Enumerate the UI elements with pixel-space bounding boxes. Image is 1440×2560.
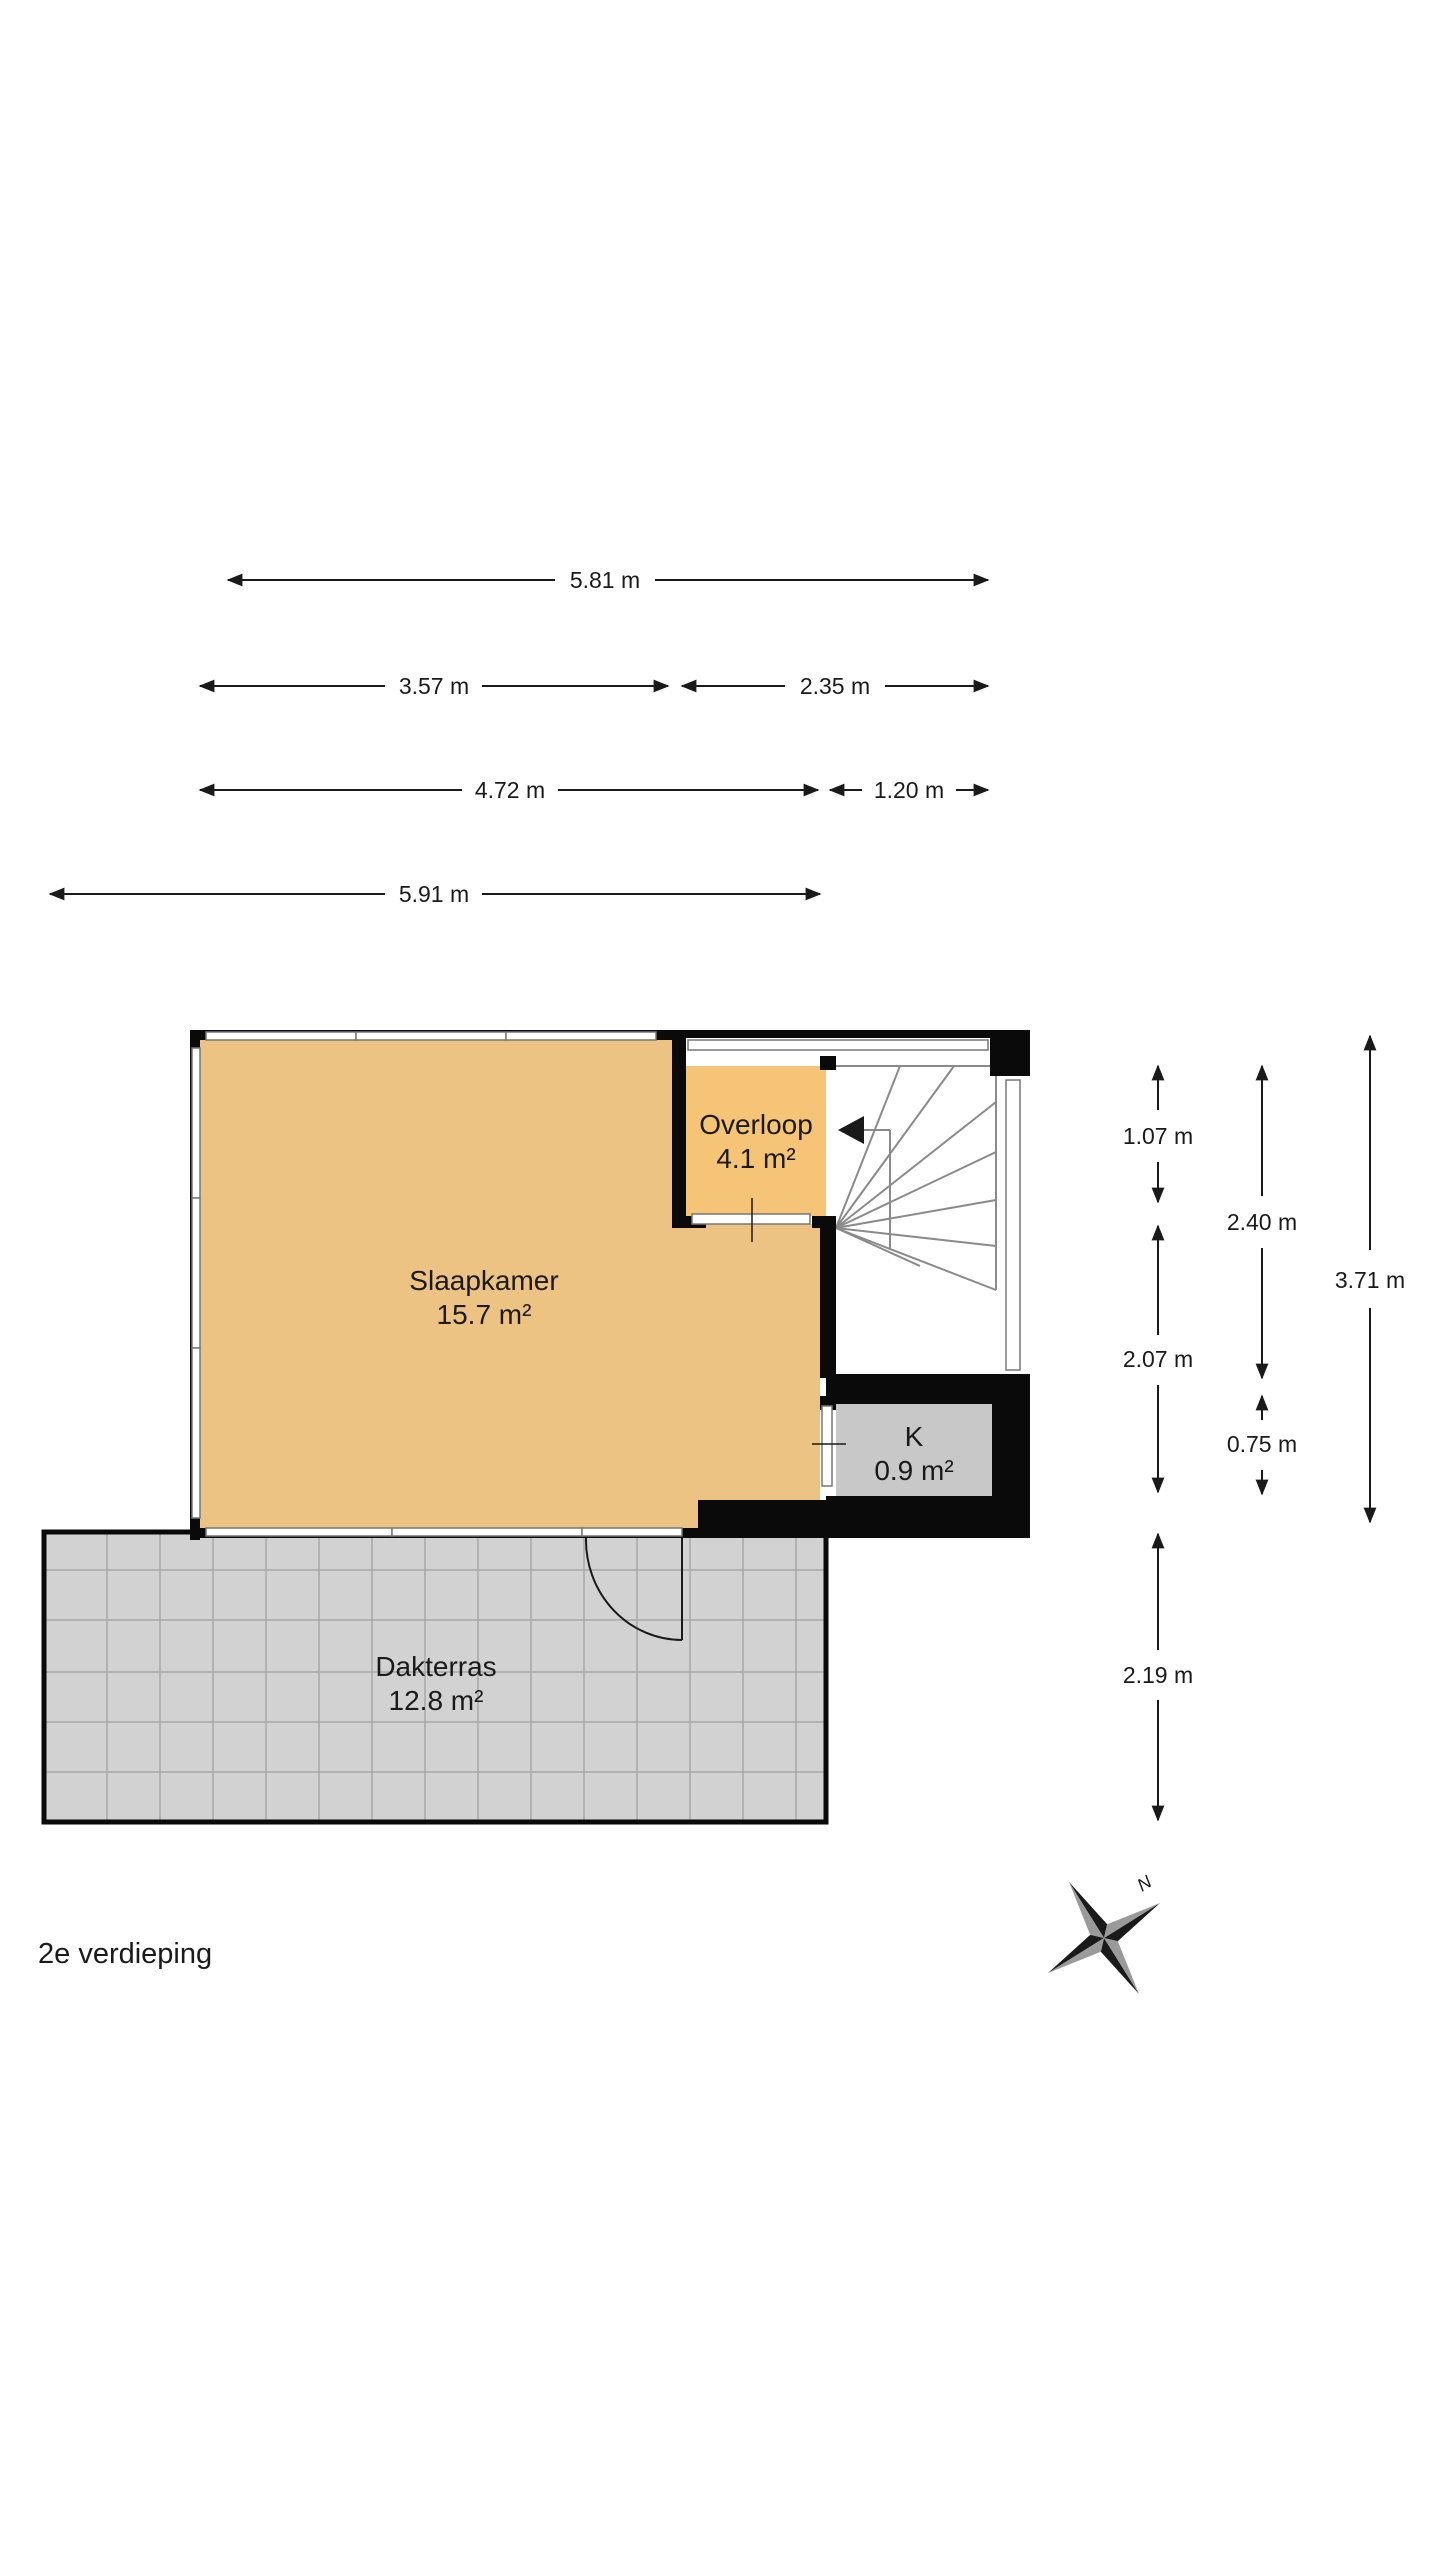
dimension-right-b-1: 2.40 m: [1227, 1064, 1297, 1380]
dimension-label: 5.81 m: [570, 567, 640, 593]
dimension-top-total-1: 5.81 m: [226, 567, 990, 593]
terrace-grid: [44, 1532, 826, 1822]
room-area: 15.7 m²: [437, 1299, 532, 1330]
dimension-label: 2.35 m: [800, 673, 870, 699]
dimension-label: 3.71 m: [1335, 1267, 1405, 1293]
floor-label: 2e verdieping: [38, 1938, 213, 1970]
room-area: 12.8 m²: [389, 1685, 484, 1716]
door-terrace: [584, 1537, 683, 1641]
dimension-right-a-2: 2.07 m: [1123, 1224, 1193, 1494]
room-name: Slaapkamer: [409, 1265, 558, 1296]
room-name: Overloop: [699, 1109, 813, 1140]
dimension-label: 1.20 m: [874, 777, 944, 803]
windows: [191, 1031, 1021, 1537]
dimension-label: 2.40 m: [1227, 1209, 1297, 1235]
dimension-top-right-3: 1.20 m: [828, 777, 990, 803]
dimension-label: 5.91 m: [399, 881, 469, 907]
stairwell: [835, 1065, 997, 1386]
room-name: Dakterras: [375, 1651, 496, 1682]
stair-arrow-icon: [838, 1116, 864, 1144]
room-area: 0.9 m²: [874, 1455, 953, 1486]
room-overloop: Overloop 4.1 m²: [686, 1066, 826, 1216]
room-k: K 0.9 m²: [836, 1404, 992, 1496]
dimension-top-left-3: 4.72 m: [198, 777, 820, 803]
room-dakterras: Dakterras 12.8 m²: [41, 1529, 829, 1825]
dimension-label: 4.72 m: [475, 777, 545, 803]
compass-north-label: N: [1134, 1871, 1156, 1895]
dimension-label: 2.07 m: [1123, 1346, 1193, 1372]
dimension-right-a-1: 1.07 m: [1123, 1064, 1193, 1204]
dimension-right-c-1: 3.71 m: [1335, 1034, 1405, 1524]
dimension-label: 2.19 m: [1123, 1662, 1193, 1688]
dimension-top-left-2: 3.57 m: [198, 673, 670, 699]
dimension-top-right-2: 2.35 m: [680, 673, 990, 699]
dimension-label: 0.75 m: [1227, 1431, 1297, 1457]
room-name: K: [905, 1421, 924, 1452]
dimension-top-total-4: 5.91 m: [48, 881, 822, 907]
compass-rose-icon: [1048, 1882, 1160, 1994]
door-markers: [751, 1198, 846, 1445]
dimension-right-b-2: 0.75 m: [1227, 1394, 1297, 1496]
room-area: 4.1 m²: [716, 1143, 795, 1174]
room-slaapkamer: Slaapkamer 15.7 m²: [200, 1040, 820, 1528]
dimension-label: 1.07 m: [1123, 1123, 1193, 1149]
dimension-label: 3.57 m: [399, 673, 469, 699]
dimension-right-a-3: 2.19 m: [1123, 1532, 1193, 1822]
